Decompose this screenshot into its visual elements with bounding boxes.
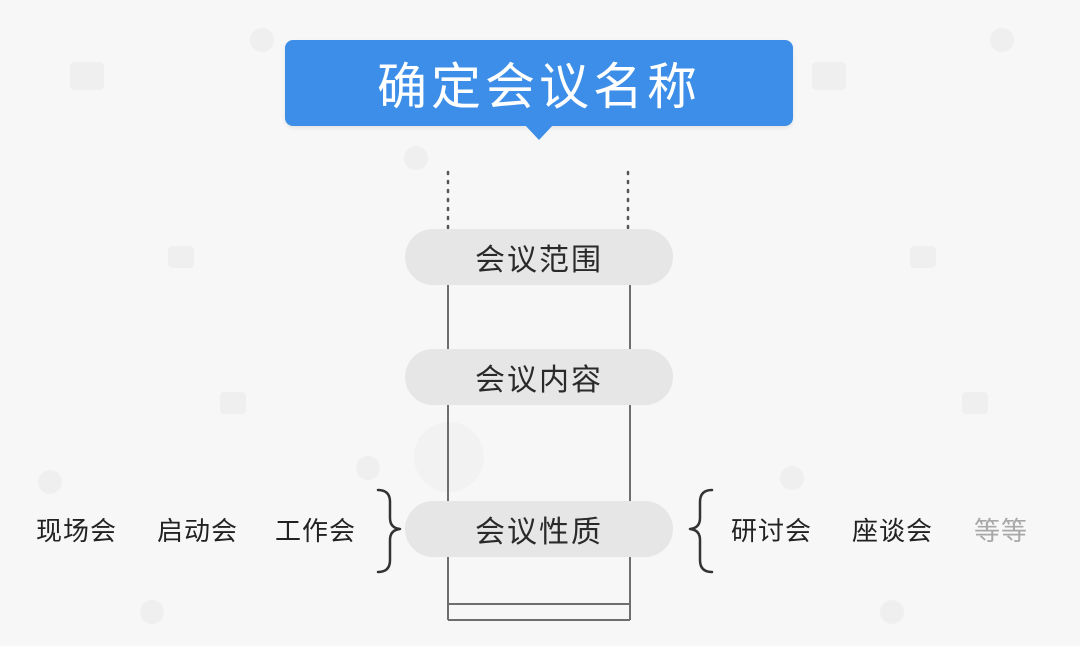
watermark-icon	[168, 246, 194, 268]
example-onsite-meeting: 现场会	[36, 517, 118, 547]
watermark-icon	[356, 456, 380, 480]
example-etc: 等等	[974, 517, 1029, 547]
watermark-icon	[220, 392, 246, 414]
watermark-icon	[250, 28, 274, 52]
level-nature: 会议性质	[405, 501, 673, 557]
watermark-icon	[404, 146, 428, 170]
right-brace	[688, 488, 714, 574]
watermark-icon	[780, 466, 804, 490]
watermark-icon	[812, 62, 846, 90]
watermark-icon	[38, 470, 62, 494]
page-title: 确定会议名称	[285, 40, 793, 126]
level-scope: 会议范围	[405, 229, 673, 285]
watermark-icon	[910, 246, 936, 268]
example-work-meeting: 工作会	[275, 517, 357, 547]
watermark-icon	[70, 62, 104, 90]
watermark-icon	[140, 600, 164, 624]
watermark-icon	[990, 28, 1014, 52]
level-content: 会议内容	[405, 349, 673, 405]
watermark-icon	[962, 392, 988, 414]
example-kickoff-meeting: 启动会	[157, 517, 239, 547]
example-symposium: 座谈会	[852, 517, 934, 547]
example-seminar: 研讨会	[731, 517, 813, 547]
watermark-icon	[880, 600, 904, 624]
left-brace	[376, 488, 402, 574]
title-pointer	[524, 124, 554, 140]
